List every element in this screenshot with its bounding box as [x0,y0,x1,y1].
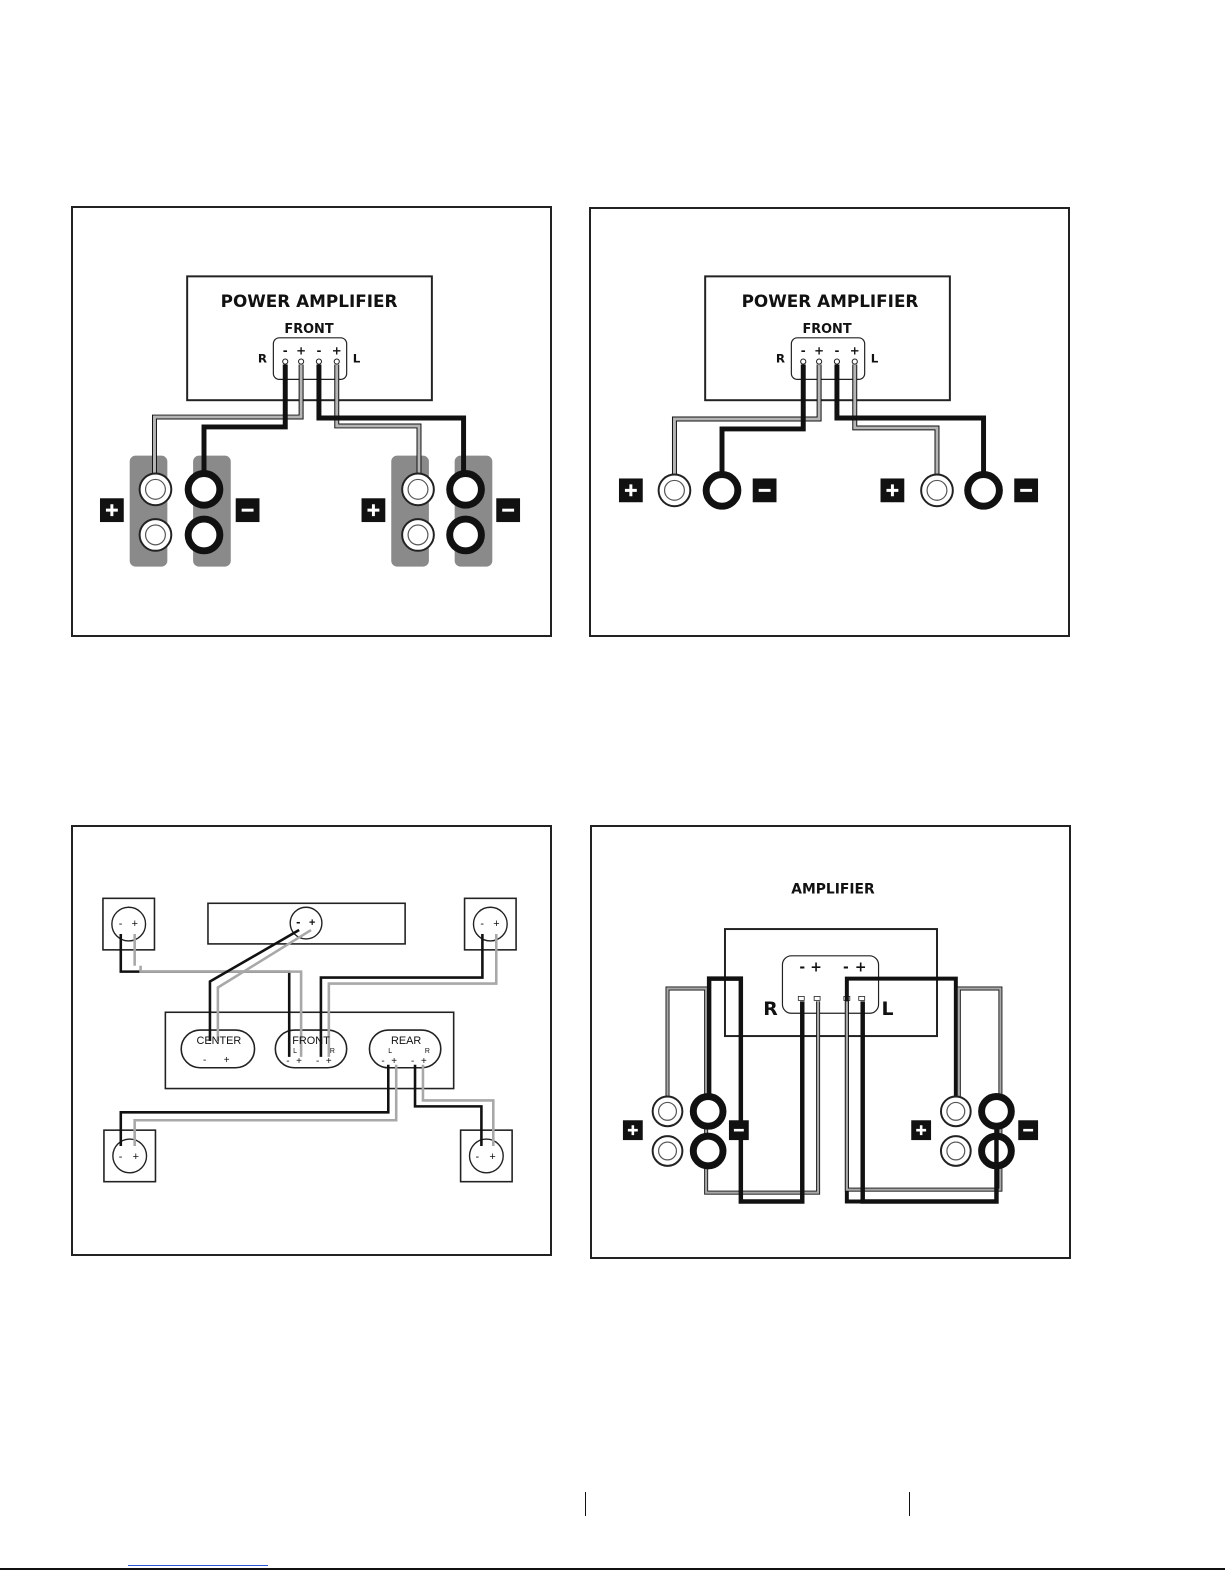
rear-sub-r: R [425,1048,430,1055]
footer-divider [909,1492,910,1516]
polarity-minus: - [480,918,484,930]
polarity-minus: - [316,1056,319,1067]
plus-icon [911,1120,931,1140]
front-sub-r: R [330,1048,335,1055]
biwire-diagram: POWER AMPLIFIER FRONT R L - + - + [73,208,550,635]
polarity-plus: + [309,917,315,929]
surround-diagram: - + - + - + - + - + [73,827,550,1254]
terminal-minus: - [799,960,805,976]
terminal-post [299,359,304,364]
diagram-panel-biwire: POWER AMPLIFIER FRONT R L - + - + [71,206,552,637]
polarity-plus: + [489,1151,495,1163]
polarity-plus: + [391,1056,397,1067]
terminal-minus: - [843,960,849,976]
terminal-plus: + [855,960,867,976]
diagram-panel-surround: - + - + - + - + - + [71,825,552,1256]
polarity-plus: + [326,1056,332,1067]
polarity-minus: - [286,1056,289,1067]
channel-l-label: L [881,999,893,1020]
minus-icon [236,498,260,522]
channel-l-label: L [871,352,879,366]
polarity-minus: - [119,1151,123,1163]
terminal-post [283,359,288,364]
footer-divider [585,1492,586,1516]
polarity-plus: + [493,918,499,930]
front-sub-l: L [293,1048,297,1055]
plus-icon [100,498,124,522]
channel-r-label: R [763,999,778,1020]
speaker-post-negative [188,519,220,551]
terminal-plus: + [850,344,860,358]
minus-icon [753,478,777,502]
terminal-minus: - [834,344,839,358]
terminal-plus: + [296,344,306,358]
terminal-plus: + [332,344,342,358]
speaker-post-negative [450,474,482,506]
minus-icon [729,1120,749,1140]
amplifier-biwire-diagram: AMPLIFIER R L - + - + [592,827,1069,1257]
plus-icon [619,478,643,502]
polarity-plus: + [224,1055,230,1066]
terminal-post [334,359,339,364]
rear-label: REAR [391,1035,421,1047]
footer-rule [0,1568,1225,1570]
diagram-panel-amplifier-biwire: AMPLIFIER R L - + - + [590,825,1071,1259]
speaker-post-negative [706,475,738,507]
channel-r-label: R [258,352,267,366]
plus-icon [362,498,386,522]
amp-section-label: FRONT [802,322,851,337]
polarity-minus: - [203,1055,206,1066]
rear-sub-l: L [388,1048,392,1055]
terminal-post [316,359,321,364]
plus-icon [881,478,905,502]
channel-r-label: R [776,352,785,366]
plus-icon [623,1120,643,1140]
footer-link-underline [128,1565,268,1566]
speaker-post-negative [968,475,1000,507]
channel-l-label: L [353,352,361,366]
polarity-minus: - [411,1056,414,1067]
minus-icon [1018,1120,1038,1140]
polarity-plus: + [421,1056,427,1067]
polarity-plus: + [132,918,138,930]
minus-icon [496,498,520,522]
terminal-minus: - [283,344,288,358]
minus-icon [1014,478,1038,502]
speaker-post-negative [982,1096,1012,1126]
speaker-post-negative [693,1096,723,1126]
single-wire-diagram: POWER AMPLIFIER FRONT R L - + - + [591,209,1068,635]
front-label: FRONT [292,1035,330,1047]
polarity-minus: - [381,1056,384,1067]
center-label: CENTER [197,1035,242,1047]
terminal-plus: + [810,960,822,976]
amp-section-label: FRONT [284,322,333,337]
amp-title: AMPLIFIER [791,881,875,897]
polarity-minus: - [296,914,300,929]
amp-title: POWER AMPLIFIER [742,291,919,311]
terminal-plus: + [814,344,824,358]
polarity-minus: - [475,1151,479,1163]
speaker-post-negative [188,474,220,506]
terminal-minus: - [801,344,806,358]
polarity-plus: + [296,1056,302,1067]
amp-title: POWER AMPLIFIER [221,291,398,311]
speaker-post-negative [450,519,482,551]
polarity-minus: - [119,918,123,930]
terminal-minus: - [316,344,321,358]
polarity-plus: + [133,1151,139,1163]
speaker-post-negative [693,1136,723,1166]
diagram-panel-single-wire: POWER AMPLIFIER FRONT R L - + - + [589,207,1070,637]
